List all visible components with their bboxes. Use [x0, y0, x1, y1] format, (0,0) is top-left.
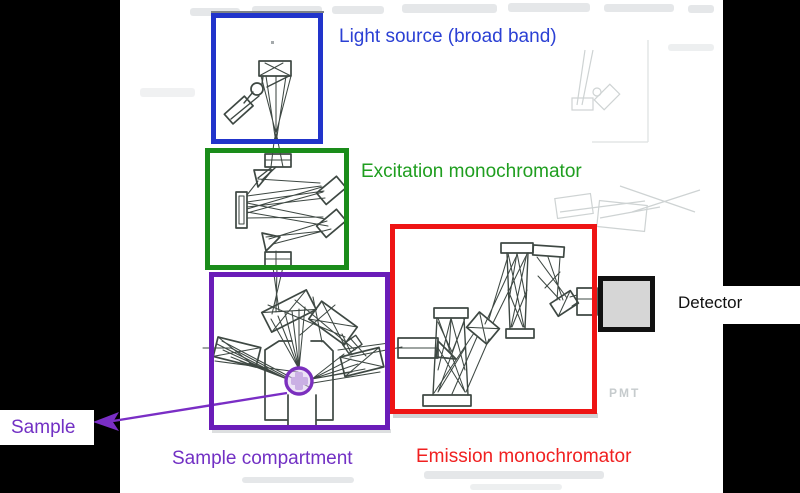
light-source-box	[211, 13, 323, 144]
excitation-monochromator-box	[205, 148, 349, 270]
excitation-monochromator-label: Excitation monochromator	[361, 161, 582, 182]
ghost-lamp	[576, 49, 594, 106]
sample-label: Sample	[11, 416, 76, 438]
emission-monochromator-label: Emission monochromator	[416, 446, 632, 467]
detector-box	[598, 276, 655, 332]
detector-label: Detector	[678, 293, 743, 312]
emission-monochromator-box	[390, 224, 597, 414]
pmt-ghost-label: PMT	[609, 386, 641, 400]
letterbox-bar-right-top	[723, 0, 800, 286]
light-source-label: Light source (broad band)	[339, 26, 557, 47]
sample-compartment-box	[209, 272, 390, 430]
sample-compartment-label: Sample compartment	[172, 448, 353, 469]
sample-callout-box: Sample	[0, 410, 94, 445]
letterbox-bar-right-bottom	[723, 324, 800, 493]
